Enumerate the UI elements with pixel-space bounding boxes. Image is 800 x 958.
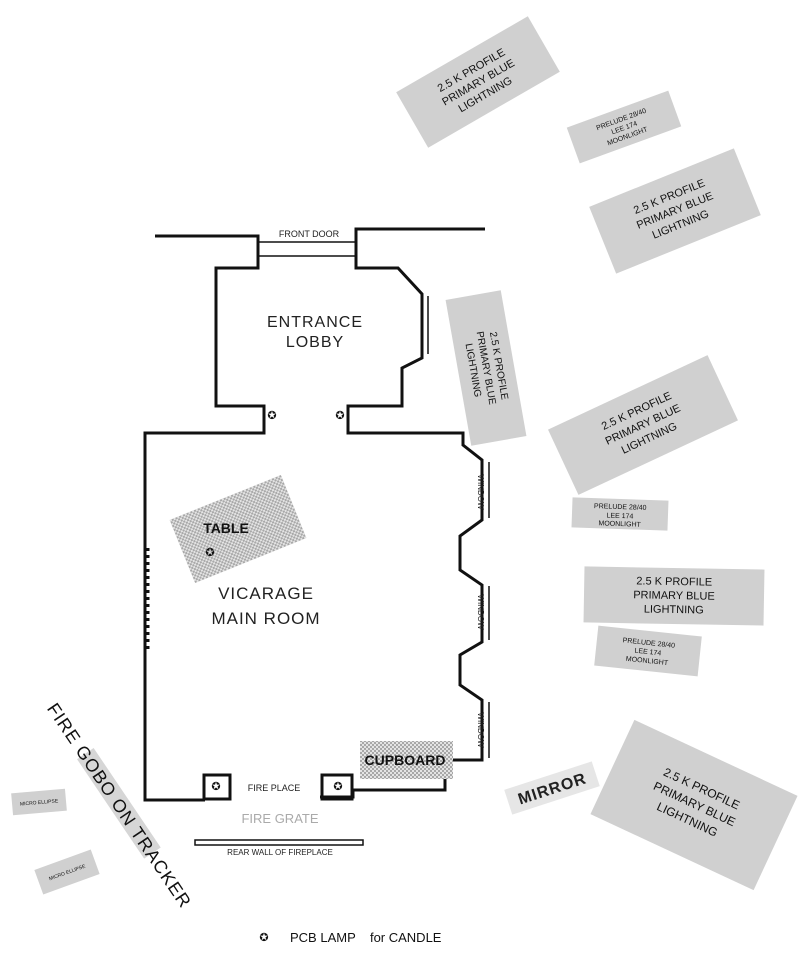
main-room-label-line1: VICARAGE	[218, 584, 314, 603]
lobby-label-line1: ENTRANCE	[267, 314, 363, 331]
rear-wall-of-fireplace	[194, 839, 364, 846]
fixture-profile: 2.5 K PROFILE PRIMARY BLUE LIGHTNING	[590, 719, 798, 891]
table: TABLE	[169, 474, 307, 584]
mirror-panel	[504, 761, 600, 815]
fixture-prelude: PRELUDE 28/40 LEE 174 MOONLIGHT	[571, 497, 669, 531]
fixture-text-line: LIGHTNING	[644, 603, 704, 616]
cupboard: CUPBOARD	[360, 741, 453, 779]
pcb-lamps: ✪ ✪ ✪ ✪ ✪	[205, 409, 344, 793]
pcb-lamp-icon: ✪	[205, 546, 214, 559]
fixture-profile: 2.5 K PROFILE PRIMARY BLUE LIGHTNING	[548, 355, 738, 495]
fixture-text-line: LEE 174	[606, 513, 633, 521]
mirror: MIRROR	[504, 761, 600, 815]
pcb-lamp-icon: ✪	[335, 409, 344, 422]
room-labels: FRONT DOOR ENTRANCE LOBBY VICARAGE MAIN …	[211, 229, 485, 857]
fixture-text-line: 2.5 K PROFILE	[636, 575, 712, 588]
floor-plan	[143, 227, 490, 846]
cupboard-label: CUPBOARD	[365, 752, 446, 768]
fire-gobo-band	[77, 748, 161, 859]
fixture-text-line: PRELUDE 28/40	[594, 503, 647, 512]
table-label: TABLE	[203, 520, 249, 536]
fixture-profile: 2.5 K PROFILE PRIMARY BLUE LIGHTNING	[445, 290, 527, 446]
lobby-label-line2: LOBBY	[286, 334, 344, 351]
fire-place-label: FIRE PLACE	[248, 783, 301, 793]
fireplace-box-left	[202, 773, 232, 801]
fixture-profile: 2.5 K PROFILE PRIMARY BLUE LIGHTNING	[589, 148, 761, 274]
front-wall-right	[320, 227, 485, 799]
table-surface	[169, 474, 307, 584]
legend: ✪ PCB LAMP for CANDLE	[259, 930, 441, 945]
fixture-profile: 2.5 K PROFILE PRIMARY BLUE LIGHTNING	[583, 566, 765, 626]
fixture-text-line: MOONLIGHT	[598, 520, 641, 529]
fixture-prelude: PRELUDE 28/40 LEE 174 MOONLIGHT	[566, 90, 682, 164]
pcb-lamp-legend-icon: ✪	[259, 931, 268, 944]
window-label-3: WINDOW	[476, 712, 485, 748]
fire-grate-label: FIRE GRATE	[241, 811, 318, 826]
fixture-prelude: PRELUDE 28/40 LEE 174 MOONLIGHT	[594, 625, 702, 677]
fixture-micro-ellipse: MICRO ELLIPSE	[11, 788, 67, 816]
fixture-micro-ellipse: MICRO ELLIPSE	[34, 849, 100, 895]
fireplace-box-right	[320, 773, 354, 801]
cupboard-box	[360, 741, 453, 779]
fixture-profile: 2.5 K PROFILE PRIMARY BLUE LIGHTNING	[396, 16, 560, 148]
main-room-label-line2: MAIN ROOM	[211, 609, 320, 628]
front-wall-left	[143, 234, 266, 802]
fixture-text-line: PRIMARY BLUE	[633, 589, 715, 602]
pcb-lamp-icon: ✪	[333, 780, 342, 793]
fixture-text-line: MICRO ELLIPSE	[20, 798, 59, 807]
front-door-label: FRONT DOOR	[279, 229, 340, 239]
fixture-text-line: LEE 174	[634, 648, 662, 658]
window-label-1: WINDOW	[476, 474, 485, 510]
rear-wall-label: REAR WALL OF FIREPLACE	[227, 848, 333, 857]
fixture-text-line: MOONLIGHT	[625, 656, 669, 667]
window-label-2: WINDOW	[476, 594, 485, 630]
pcb-lamp-icon: ✪	[211, 780, 220, 793]
legend-text: PCB LAMP for CANDLE	[290, 930, 442, 945]
pcb-lamp-icon: ✪	[267, 409, 276, 422]
